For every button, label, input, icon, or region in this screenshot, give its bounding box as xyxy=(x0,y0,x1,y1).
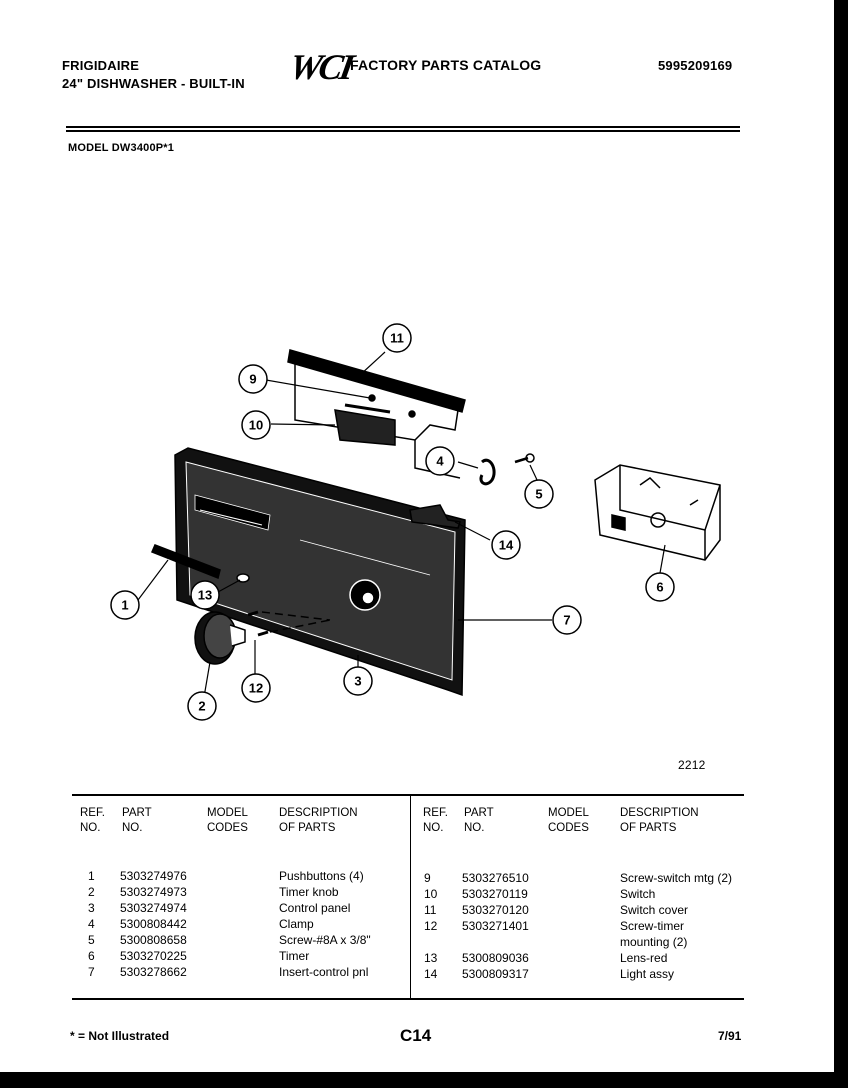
callout-label-9: 9 xyxy=(249,372,256,387)
col-header-model-right: MODEL CODES xyxy=(548,806,589,836)
pushbuttons-part xyxy=(151,544,221,580)
brand-name: FRIGIDAIRE xyxy=(62,58,140,73)
callout-7 xyxy=(552,605,582,635)
header-rule-top xyxy=(66,126,740,128)
callout-14 xyxy=(491,530,521,560)
header-line: NO. xyxy=(464,822,485,834)
col-header-part-right: PART NO. xyxy=(464,806,494,836)
callout-9 xyxy=(238,364,268,394)
callout-1 xyxy=(110,590,140,620)
product-name: 24" DISHWASHER - BUILT-IN xyxy=(62,76,245,91)
callout-2 xyxy=(187,691,217,721)
light-assy-part xyxy=(409,504,461,529)
header-line: CODES xyxy=(207,822,248,834)
callout-label-6: 6 xyxy=(656,580,663,595)
header-line: OF PARTS xyxy=(279,822,336,834)
ref-column-left: 1 2 3 4 5 6 7 xyxy=(88,869,95,979)
header-line: NO. xyxy=(80,822,101,834)
callout-label-12: 12 xyxy=(249,681,263,696)
col-header-ref-right: REF. NO. xyxy=(423,806,448,836)
callout-4 xyxy=(425,446,455,476)
leader-line-10 xyxy=(270,423,336,426)
callout-11 xyxy=(382,323,412,353)
callout-label-5: 5 xyxy=(535,487,542,502)
callout-label-13: 13 xyxy=(198,588,212,603)
col-header-part: PART NO. xyxy=(122,806,152,836)
header-line: MODEL xyxy=(207,807,248,819)
catalog-title: FACTORY PARTS CATALOG xyxy=(350,57,542,73)
header-rule-bottom xyxy=(66,130,740,132)
wci-logo: WCI xyxy=(286,47,355,87)
leader-line-13 xyxy=(217,579,241,593)
drawing-number: 2212 xyxy=(678,758,706,772)
header-line: NO. xyxy=(122,822,143,834)
page-border-bottom xyxy=(0,1072,848,1088)
screw-part xyxy=(408,410,416,418)
model-number: MODEL DW3400P*1 xyxy=(68,142,175,154)
page-border-right xyxy=(834,0,848,1088)
header-line: REF. xyxy=(80,807,105,819)
header-line: CODES xyxy=(548,822,589,834)
leader-line-5 xyxy=(529,464,539,483)
timer-dial-hub xyxy=(361,591,375,605)
description-column-right: Screw-switch mtg (2) Switch Switch cover… xyxy=(620,871,733,981)
clamp-part xyxy=(479,458,496,486)
callout-5 xyxy=(524,479,554,509)
leader-line-11 xyxy=(359,351,386,376)
switch-part xyxy=(334,403,396,446)
callout-6 xyxy=(645,572,675,602)
timer-knob-part xyxy=(194,611,246,665)
control-panel-part xyxy=(174,447,466,697)
col-header-model: MODEL CODES xyxy=(207,806,248,836)
callout-label-3: 3 xyxy=(354,674,361,689)
screw-head xyxy=(525,453,535,463)
col-header-desc-right: DESCRIPTION OF PARTS xyxy=(620,806,699,836)
col-header-desc: DESCRIPTION OF PARTS xyxy=(279,806,358,836)
table-divider xyxy=(410,796,411,998)
callout-3 xyxy=(343,666,373,696)
callout-label-10: 10 xyxy=(249,418,263,433)
header-line: DESCRIPTION xyxy=(620,807,699,819)
callout-label-4: 4 xyxy=(436,454,444,469)
callout-label-7: 7 xyxy=(563,613,570,628)
callout-label-1: 1 xyxy=(121,598,128,613)
header-line: REF. xyxy=(423,807,448,819)
header-line: PART xyxy=(464,807,494,819)
callout-10 xyxy=(241,410,271,440)
timer-part xyxy=(594,464,721,561)
screw-part xyxy=(247,610,269,637)
header-line: OF PARTS xyxy=(620,822,677,834)
ref-column-right: 9 10 11 12 13 14 xyxy=(424,871,438,981)
leader-line-4 xyxy=(457,461,479,469)
callout-label-11: 11 xyxy=(390,331,404,346)
catalog-date: 7/91 xyxy=(718,1029,742,1043)
header-line: DESCRIPTION xyxy=(279,807,358,819)
screw-path-line xyxy=(261,611,331,633)
header-line: NO. xyxy=(423,822,444,834)
leader-line-9 xyxy=(265,379,371,399)
description-column-left: Pushbuttons (4) Timer knob Control panel… xyxy=(279,869,371,979)
footnote: * = Not Illustrated xyxy=(70,1029,170,1043)
part-number-column-left: 5303274976 5303274973 5303274974 5300808… xyxy=(120,869,187,979)
callout-label-2: 2 xyxy=(198,699,205,714)
callout-13 xyxy=(190,580,220,610)
leader-line-14 xyxy=(454,521,491,541)
part-number-column-right: 5303276510 5303270119 5303270120 5303271… xyxy=(462,871,529,981)
header-line: MODEL xyxy=(548,807,589,819)
leader-line-6 xyxy=(659,544,666,574)
catalog-number: 5995209169 xyxy=(658,58,733,73)
table-rule-top xyxy=(72,794,744,796)
callout-12 xyxy=(241,673,271,703)
col-header-ref: REF. NO. xyxy=(80,806,105,836)
header-line: PART xyxy=(122,807,152,819)
exploded-parts-diagram: 1 2 3 4 5 6 7 9 10 11 12 13 14 xyxy=(110,323,721,721)
table-rule-bottom xyxy=(72,998,744,1000)
leader-line-1 xyxy=(137,559,169,601)
callout-label-14: 14 xyxy=(499,538,514,553)
page-number: C14 xyxy=(400,1026,432,1045)
